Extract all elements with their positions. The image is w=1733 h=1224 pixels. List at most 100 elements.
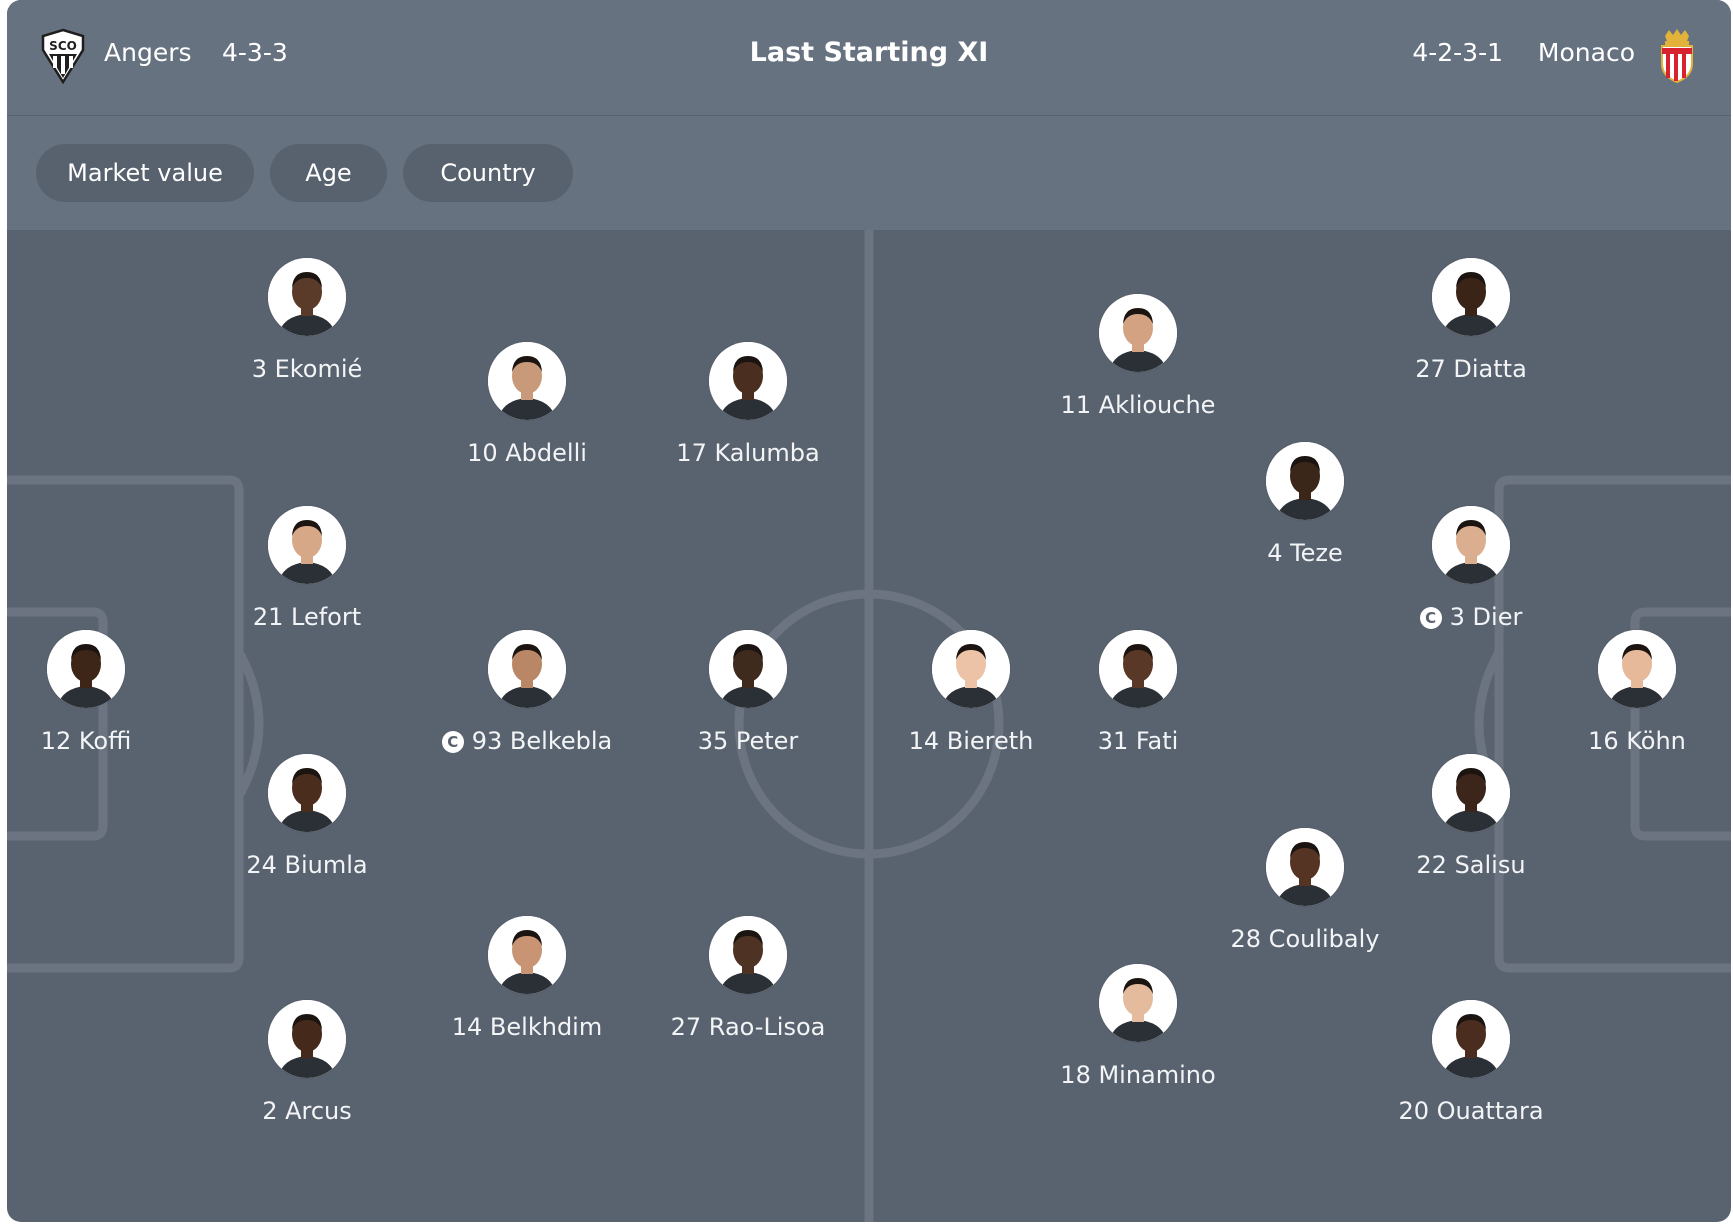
captain-badge-icon: C xyxy=(1419,607,1442,629)
away-player-9[interactable]: 18 Minamino xyxy=(1028,964,1248,1094)
player-avatar[interactable] xyxy=(1266,828,1344,906)
pitch: 3 Ekomié 10 Abdelli 17 Kalumba 21 Lefort 12 … xyxy=(7,230,1731,1222)
away-formation: 4-2-3-1 xyxy=(1412,38,1503,67)
player-name-label: 24 Biumla xyxy=(197,850,417,880)
filter-bar: Market value Age Country xyxy=(7,116,1731,230)
player-name-text: 16 Köhn xyxy=(1588,727,1686,755)
home-player-1[interactable]: 10 Abdelli xyxy=(417,342,637,472)
angers-crest-text: SCO xyxy=(49,39,77,53)
player-name-label: 2 Arcus xyxy=(197,1096,417,1126)
player-name-text: 27 Rao-Lisoa xyxy=(670,1013,826,1041)
player-name-text: 4 Teze xyxy=(1267,539,1343,567)
player-avatar[interactable] xyxy=(268,1000,346,1078)
filter-age-button[interactable]: Age xyxy=(270,144,387,202)
player-avatar[interactable] xyxy=(709,630,787,708)
player-name-text: 22 Salisu xyxy=(1416,851,1526,879)
player-avatar[interactable] xyxy=(932,630,1010,708)
away-player-5[interactable]: 31 Fati xyxy=(1028,630,1248,760)
pitch-markings xyxy=(7,230,1731,1222)
player-avatar[interactable] xyxy=(488,916,566,994)
home-team-name[interactable]: Angers xyxy=(104,38,192,67)
player-name-text: 93 Belkebla xyxy=(471,727,613,755)
home-player-5[interactable]: C 93 Belkebla xyxy=(417,630,637,760)
player-name-text: 3 Ekomié xyxy=(251,355,363,383)
captain-badge-icon: C xyxy=(441,731,464,753)
player-avatar[interactable] xyxy=(709,342,787,420)
away-player-6[interactable]: 16 Köhn xyxy=(1527,630,1731,760)
home-player-9[interactable]: 27 Rao-Lisoa xyxy=(638,916,858,1046)
away-player-4[interactable]: 14 Biereth xyxy=(861,630,1081,760)
away-player-1[interactable]: 27 Diatta xyxy=(1361,258,1581,388)
player-avatar[interactable] xyxy=(1432,754,1510,832)
player-name-label: 27 Diatta xyxy=(1361,354,1581,384)
home-player-7[interactable]: 24 Biumla xyxy=(197,754,417,884)
lineup-card: SCO Angers 4-3-3 Last Starting XI 4-2-3-… xyxy=(7,0,1731,1222)
player-name-text: 10 Abdelli xyxy=(467,439,587,467)
player-avatar[interactable] xyxy=(1598,630,1676,708)
home-player-3[interactable]: 21 Lefort xyxy=(197,506,417,636)
home-player-6[interactable]: 35 Peter xyxy=(638,630,858,760)
player-name-text: 35 Peter xyxy=(697,727,799,755)
player-name-text: 27 Diatta xyxy=(1415,355,1527,383)
player-name-label: 31 Fati xyxy=(1028,726,1248,756)
player-name-text: 31 Fati xyxy=(1097,727,1179,755)
player-name-text: 2 Arcus xyxy=(262,1097,352,1125)
home-player-0[interactable]: 3 Ekomié xyxy=(197,258,417,388)
player-avatar[interactable] xyxy=(268,754,346,832)
player-name-text: 20 Ouattara xyxy=(1398,1097,1544,1125)
home-formation: 4-3-3 xyxy=(222,38,288,67)
player-name-label: 20 Ouattara xyxy=(1361,1096,1581,1126)
away-player-3[interactable]: C 3 Dier xyxy=(1361,506,1581,636)
player-name-text: 3 Dier xyxy=(1449,603,1523,631)
home-player-2[interactable]: 17 Kalumba xyxy=(638,342,858,472)
player-name-label: 28 Coulibaly xyxy=(1195,924,1415,954)
player-avatar[interactable] xyxy=(268,506,346,584)
player-name-text: 21 Lefort xyxy=(252,603,362,631)
player-name-label: 17 Kalumba xyxy=(638,438,858,468)
player-avatar[interactable] xyxy=(1099,964,1177,1042)
away-player-8[interactable]: 28 Coulibaly xyxy=(1195,828,1415,958)
filter-country-button[interactable]: Country xyxy=(403,144,573,202)
away-player-7[interactable]: 22 Salisu xyxy=(1361,754,1581,884)
player-name-label: 22 Salisu xyxy=(1361,850,1581,880)
player-name-label: 3 Ekomié xyxy=(197,354,417,384)
player-avatar[interactable] xyxy=(1266,442,1344,520)
player-avatar[interactable] xyxy=(488,342,566,420)
page-title: Last Starting XI xyxy=(749,37,989,68)
player-name-text: 24 Biumla xyxy=(246,851,368,879)
player-name-label: C 93 Belkebla xyxy=(417,726,637,756)
player-name-label: 14 Belkhdim xyxy=(417,1012,637,1042)
monaco-crest-icon xyxy=(1661,29,1693,84)
filter-market-value-button[interactable]: Market value xyxy=(36,144,254,202)
player-name-label: 14 Biereth xyxy=(861,726,1081,756)
player-avatar[interactable] xyxy=(488,630,566,708)
home-player-10[interactable]: 2 Arcus xyxy=(197,1000,417,1130)
away-player-10[interactable]: 20 Ouattara xyxy=(1361,1000,1581,1130)
player-name-text: 12 Koffi xyxy=(40,727,132,755)
player-name-label: 12 Koffi xyxy=(7,726,196,756)
player-name-text: 18 Minamino xyxy=(1060,1061,1216,1089)
player-avatar[interactable] xyxy=(268,258,346,336)
player-avatar[interactable] xyxy=(709,916,787,994)
player-avatar[interactable] xyxy=(1099,294,1177,372)
player-name-label: 18 Minamino xyxy=(1028,1060,1248,1090)
away-player-2[interactable]: 4 Teze xyxy=(1195,442,1415,572)
player-avatar[interactable] xyxy=(1432,258,1510,336)
player-name-label: C 3 Dier xyxy=(1361,602,1581,632)
player-name-label: 16 Köhn xyxy=(1527,726,1731,756)
player-name-text: 28 Coulibaly xyxy=(1230,925,1380,953)
player-name-text: 11 Akliouche xyxy=(1060,391,1216,419)
player-name-text: 14 Biereth xyxy=(908,727,1034,755)
player-avatar[interactable] xyxy=(1432,506,1510,584)
player-avatar[interactable] xyxy=(47,630,125,708)
player-avatar[interactable] xyxy=(1099,630,1177,708)
player-name-text: 14 Belkhdim xyxy=(451,1013,603,1041)
player-name-label: 21 Lefort xyxy=(197,602,417,632)
home-player-4[interactable]: 12 Koffi xyxy=(7,630,196,760)
away-team-name[interactable]: Monaco xyxy=(1537,38,1635,67)
player-avatar[interactable] xyxy=(1432,1000,1510,1078)
home-player-8[interactable]: 14 Belkhdim xyxy=(417,916,637,1046)
player-name-label: 35 Peter xyxy=(638,726,858,756)
away-player-0[interactable]: 11 Akliouche xyxy=(1028,294,1248,424)
player-name-label: 10 Abdelli xyxy=(417,438,637,468)
